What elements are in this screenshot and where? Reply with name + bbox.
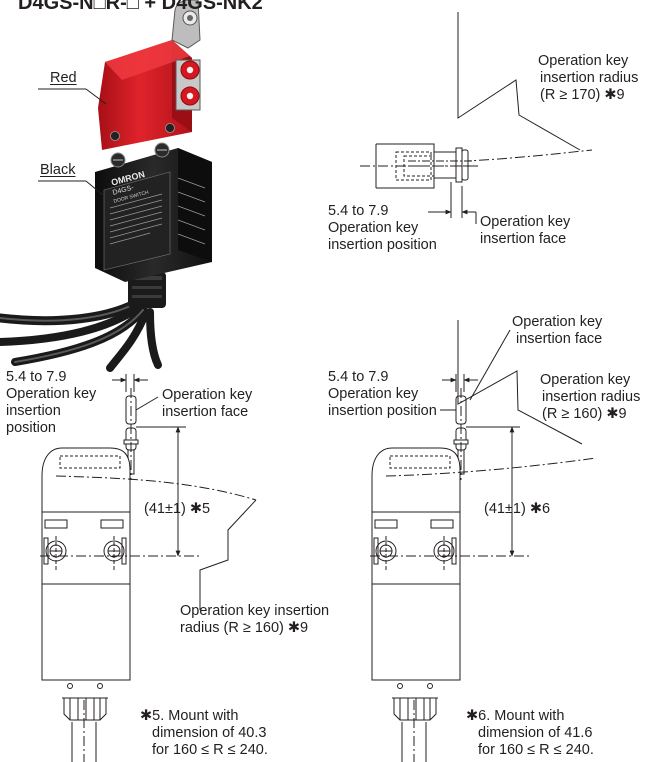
- br-note-line-1: ✱6. Mount with: [466, 708, 565, 724]
- bl-radius-line-1: Operation key insertion: [180, 603, 330, 619]
- bl-note-line-2: dimension of 40.3: [152, 725, 267, 741]
- tr-radius-line-2: insertion radius: [540, 70, 639, 86]
- bottom-right-drawing: [370, 320, 597, 762]
- bl-radius-line-2: radius (R ≥ 160) ✱9: [180, 620, 309, 636]
- br-face-line-2: insertion face: [516, 331, 603, 347]
- label-black: Black: [40, 162, 76, 178]
- bl-position-line-3: insertion: [6, 403, 61, 419]
- top-right-drawing: [360, 12, 593, 224]
- tr-position-line-3: insertion position: [328, 237, 437, 253]
- tr-position-line-2: Operation key: [328, 220, 419, 236]
- br-note-line-3: for 160 ≤ R ≤ 240.: [478, 742, 594, 758]
- br-position-line-1: 5.4 to 7.9: [328, 369, 389, 385]
- bl-position-line-2: Operation key: [6, 386, 97, 402]
- br-note-line-2: dimension of 41.6: [478, 725, 593, 741]
- bl-dimension-41: (41±1) ✱5: [144, 501, 211, 517]
- cable-gland: [128, 272, 166, 308]
- br-dimension-41: (41±1) ✱6: [484, 501, 551, 517]
- tr-radius-line-1: Operation key: [538, 53, 629, 69]
- tr-radius-line-3: (R ≥ 170) ✱9: [540, 87, 625, 103]
- operation-key: [171, 0, 201, 111]
- tr-face-line-1: Operation key: [480, 214, 571, 230]
- br-radius-line-2: insertion radius: [542, 389, 641, 405]
- bl-position-line-1: 5.4 to 7.9: [6, 369, 67, 385]
- bl-face-line-2: insertion face: [162, 404, 249, 420]
- tr-face-line-2: insertion face: [480, 231, 567, 247]
- br-radius-line-3: (R ≥ 160) ✱9: [542, 406, 627, 422]
- br-radius-line-1: Operation key: [540, 372, 631, 388]
- br-face-line-1: Operation key: [512, 314, 603, 330]
- br-position-line-3: insertion position: [328, 403, 437, 419]
- page-title: D4GS-N□R-□ + D4GS-NK2: [18, 0, 263, 14]
- bl-position-line-4: position: [6, 420, 56, 436]
- br-position-line-2: Operation key: [328, 386, 419, 402]
- radius-break-line: [457, 12, 581, 151]
- switch-photo: [0, 0, 212, 372]
- label-red: Red: [50, 70, 77, 86]
- bl-note-line-1: ✱5. Mount with: [140, 708, 239, 724]
- tr-position-line-1: 5.4 to 7.9: [328, 203, 389, 219]
- bl-note-line-3: for 160 ≤ R ≤ 240.: [152, 742, 268, 758]
- bl-face-line-1: Operation key: [162, 387, 253, 403]
- cable-bundle: [0, 297, 162, 372]
- bottom-left-drawing: [40, 374, 257, 762]
